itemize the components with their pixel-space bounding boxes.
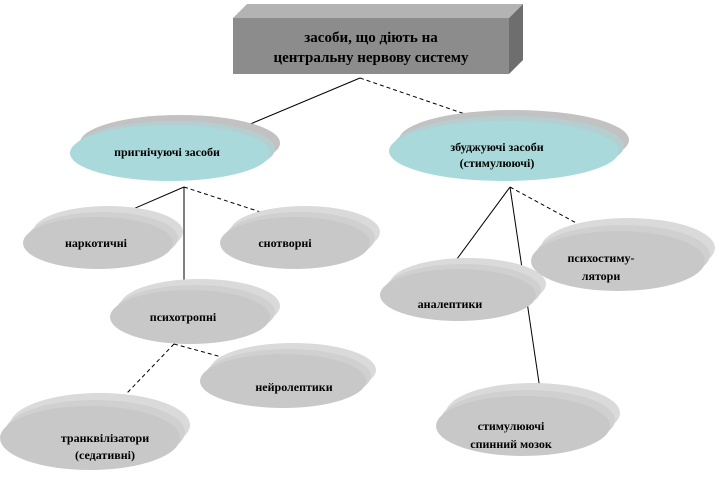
- stimulants-label-line1: збуджуючі засоби: [450, 140, 543, 154]
- spinal-label-line2: спинний мозок: [470, 437, 552, 451]
- depressants-node: пригнічуючі засоби: [70, 115, 280, 181]
- tranquilizers-node: транквілізатори (седативні): [0, 393, 190, 470]
- edge-psychotropic-neuroleptics: [173, 343, 263, 371]
- root-label-line1: засоби, що діють на: [304, 30, 438, 46]
- psychotropic-label: психотропні: [150, 310, 217, 324]
- tranquilizers-label-line2: (седативні): [75, 448, 135, 462]
- psychostimulants-node: психостиму- лятори: [531, 218, 715, 291]
- analeptics-label: аналептики: [418, 297, 483, 311]
- narcotic-label: наркотичні: [65, 236, 128, 250]
- root-label-line2: центральну нервову систему: [273, 50, 469, 66]
- edge-psychotropic-tranquilizers: [105, 343, 175, 416]
- edge-root-depressants: [235, 77, 361, 131]
- psychostimulants-label-line1: психостиму-: [567, 251, 634, 265]
- stimulants-node: збуджуючі засоби (стимулюючі): [389, 110, 629, 181]
- hypnotic-label: снотворні: [258, 236, 312, 250]
- root-node: засоби, що діють на центральну нервову с…: [233, 4, 523, 74]
- psychotropic-node: психотропні: [110, 279, 280, 344]
- stimulants-label-line2: (стимулюючі): [460, 156, 535, 170]
- depressants-label: пригнічуючі засоби: [114, 145, 220, 159]
- analeptics-node: аналептики: [380, 258, 546, 321]
- spinal-stimulants-node: стимулюючі спинний мозок: [436, 383, 620, 456]
- tranquilizers-label-line1: транквілізатори: [61, 431, 149, 445]
- psychostimulants-label-line2: лятори: [582, 269, 621, 283]
- neuroleptics-node: нейролептики: [200, 343, 376, 408]
- hypnotic-node: снотворні: [220, 206, 380, 269]
- narcotic-node: наркотичні: [23, 206, 183, 269]
- neuroleptics-label: нейролептики: [255, 380, 332, 394]
- spinal-label-line1: стимулюючі: [478, 419, 545, 433]
